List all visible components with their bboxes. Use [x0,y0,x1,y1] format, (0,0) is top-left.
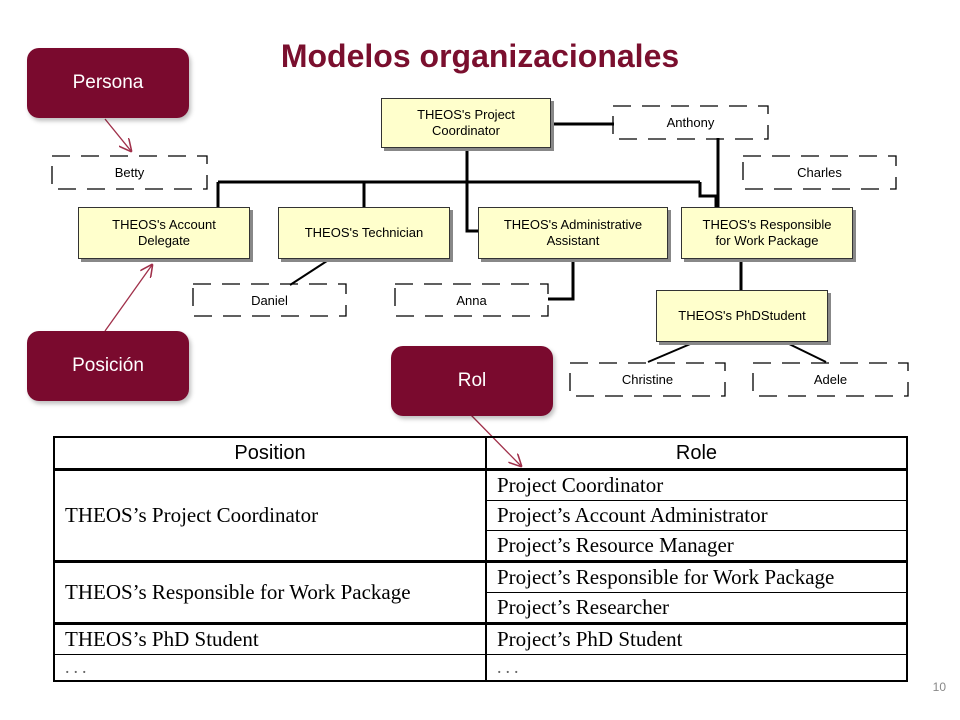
connector-line [548,259,575,301]
person-box-outline [394,283,549,317]
position-header: Position [53,436,487,471]
table-row: THEOS’s Project Coordinator Project Coor… [53,468,908,562]
role-cell: Project’s Responsible for Work Package [485,560,908,593]
position-role-table: Position Role THEOS’s Project Coordinato… [53,436,908,682]
person-betty: Betty [114,165,145,180]
role-cell: Project’s Researcher [485,592,908,624]
role-cell: Project’s Resource Manager [485,530,908,562]
person-box-outline [752,362,909,397]
role-cell: Project’s PhD Student [485,622,908,655]
position-account-delegate: THEOS's Account Delegate [78,207,250,259]
table-row: THEOS’s PhD Student Project’s PhD Studen… [53,622,908,655]
person-box-outline [742,155,897,190]
table-row: THEOS’s Responsible for Work Package Pro… [53,560,908,624]
table-row: Project’s Resource Manager [54,530,908,562]
role-cell-ellipsis: ... [485,654,908,682]
callout-rol: Rol [391,346,553,416]
connector-line [465,182,478,233]
page-number: 10 [932,680,946,694]
person-adele: Adele [813,372,848,387]
role-cell: Project Coordinator [485,468,908,501]
connector-line [647,341,696,363]
persona-arrow [104,118,131,151]
callout-persona: Persona [27,48,189,118]
person-box-outline [192,283,347,317]
position-cell: THEOS’s Responsible for Work Package [53,560,487,624]
position-administrative-assistant: THEOS's Administrative Assistant [478,207,668,259]
person-charles: Charles [797,165,842,180]
position-cell-ellipsis: ... [53,654,487,682]
role-cell: Project’s Account Administrator [485,500,908,531]
position-cell: THEOS’s PhD Student [53,622,487,655]
position-technician: THEOS's Technician [278,207,450,259]
person-anna: Anna [456,292,487,308]
callout-posicion: Posición [27,331,189,401]
table-row: ... ... [53,654,908,682]
person-box-outline [569,362,726,397]
page-title: Modelos organizacionales [280,38,680,74]
person-anthony: Anthony [666,115,715,130]
position-cell: THEOS’s Project Coordinator [53,468,487,562]
connector-line [289,258,331,286]
position-responsible-work-package: THEOS's Responsible for Work Package [681,207,853,259]
table-header-row: Position Role [53,436,908,471]
person-christine: Christine [621,372,674,387]
position-phd-student: THEOS's PhDStudent [656,290,828,342]
role-header: Role [485,436,908,471]
person-box-outline [612,105,769,140]
person-box-outline [51,155,208,190]
posicion-arrow [104,265,152,332]
person-daniel: Daniel [251,292,288,308]
position-project-coordinator: THEOS's Project Coordinator [381,98,551,148]
connector-line [784,341,827,363]
connector-line [698,182,718,207]
